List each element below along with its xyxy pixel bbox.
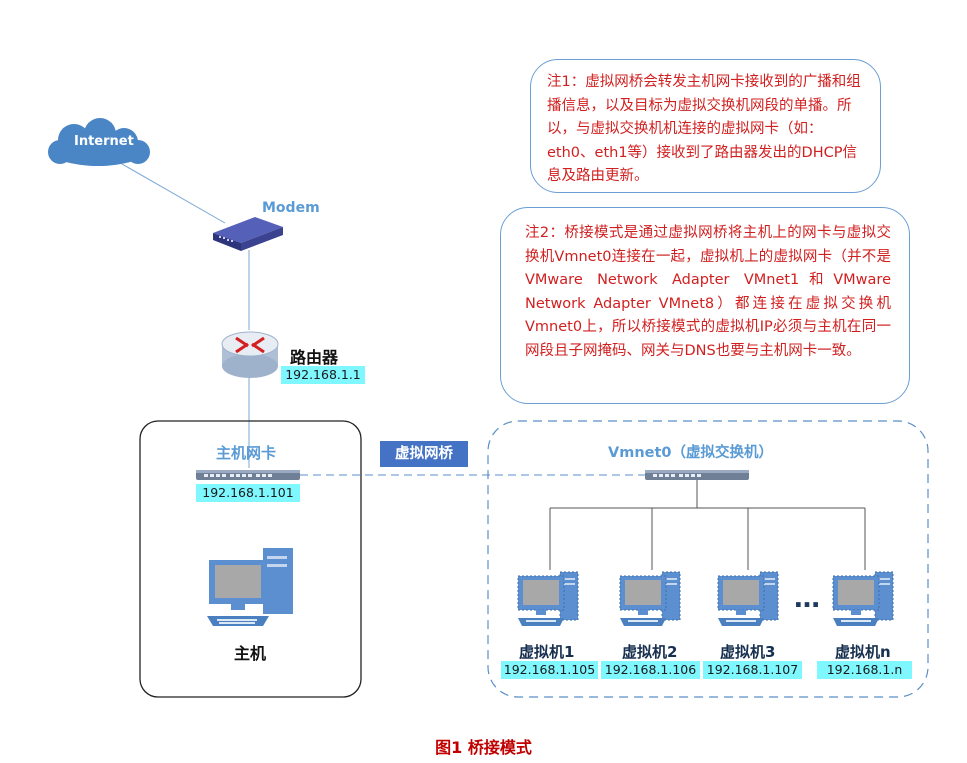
virtual-bridge-label: 虚拟网桥 (380, 441, 468, 467)
router-icon (221, 331, 279, 378)
vmn-ip: 192.168.1.n (817, 661, 912, 679)
vm-computer-icon (832, 571, 894, 626)
router-label: 路由器 (290, 348, 339, 367)
note-2: 注2：桥接模式是通过虚拟网桥将主机上的网卡与虚拟交换机Vmnet0连接在一起，虚… (500, 207, 910, 404)
note-1-text: 注1：虚拟网桥会转发主机网卡接收到的广播和组播信息，以及目标为虚拟交换机网段的单… (547, 74, 861, 184)
vm1-ip: 192.168.1.105 (501, 661, 598, 679)
vm3-ip: 192.168.1.107 (703, 661, 802, 679)
note-2-text: 注2：桥接模式是通过虚拟网桥将主机上的网卡与虚拟交换机Vmnet0连接在一起，虚… (525, 225, 891, 359)
vm-ellipsis: … (794, 584, 820, 614)
internet-label: Internet (74, 134, 134, 149)
computer-icon (207, 548, 293, 626)
note-1: 注1：虚拟网桥会转发主机网卡接收到的广播和组播信息，以及目标为虚拟交换机网段的单… (530, 59, 881, 193)
figure-caption: 图1 桥接模式 (435, 738, 532, 757)
vm-computer-icon (717, 571, 779, 626)
vm-computer-icon (517, 571, 579, 626)
router-ip: 192.168.1.1 (281, 366, 365, 384)
modem-icon (213, 217, 283, 251)
nic-switch-icon (196, 470, 300, 480)
vm-computer-icon (619, 571, 681, 626)
cloud-icon (48, 118, 150, 166)
host-box (139, 420, 362, 698)
vm3-label: 虚拟机3 (720, 643, 776, 661)
vmn-label: 虚拟机n (835, 643, 891, 661)
internet-modem-link (114, 159, 226, 224)
host-nic-label: 主机网卡 (216, 444, 277, 462)
host-nic-ip: 192.168.1.101 (196, 484, 300, 502)
host-label: 主机 (234, 644, 267, 663)
vm2-label: 虚拟机2 (622, 643, 678, 661)
vswitch-label: Vmnet0（虚拟交换机） (608, 445, 774, 461)
switch-icon (645, 470, 749, 480)
modem-label: Modem (262, 200, 320, 216)
vm1-label: 虚拟机1 (519, 643, 575, 661)
vm2-ip: 192.168.1.106 (601, 661, 700, 679)
